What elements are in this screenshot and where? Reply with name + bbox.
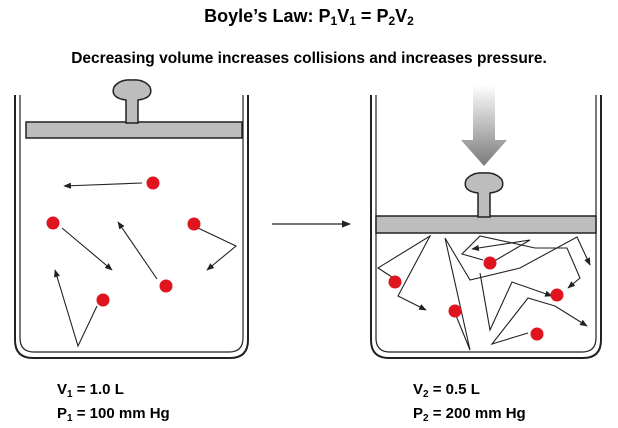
right-pressure: P2 = 200 mm Hg [413,405,526,424]
gas-particle [96,293,110,307]
diagram-subtitle: Decreasing volume increases collisions a… [71,50,547,67]
gas-particle [448,304,462,318]
right-volume: V2 = 0.5 L [413,381,480,400]
gas-particle [388,275,402,289]
right-particle-paths [376,234,591,351]
left-cylinder [14,79,249,359]
gas-particle [550,288,564,302]
right-piston-handle [464,172,504,218]
gas-particle [159,279,173,293]
right-state-label: V2 = 0.5 L P2 = 200 mm Hg [413,380,526,428]
left-particle-paths [54,182,238,348]
right-cylinder-wall [370,95,602,359]
left-piston-handle [112,79,152,124]
left-volume: V1 = 1.0 L [57,381,124,400]
gas-particle [146,176,160,190]
diagram-title: Boyle’s Law: P1V1 = P2V2 [204,6,414,28]
gas-particle [483,256,497,270]
gas-particle [46,216,60,230]
left-cylinder-wall [14,95,249,359]
left-pressure: P1 = 100 mm Hg [57,405,170,424]
right-cylinder [370,95,602,359]
gas-particle [187,217,201,231]
left-state-label: V1 = 1.0 L P1 = 100 mm Hg [57,380,170,428]
gas-particle [530,327,544,341]
force-arrow [461,85,507,166]
right-piston [375,172,597,234]
left-piston [25,79,243,139]
left-particles [46,176,201,307]
right-particles [388,256,564,341]
